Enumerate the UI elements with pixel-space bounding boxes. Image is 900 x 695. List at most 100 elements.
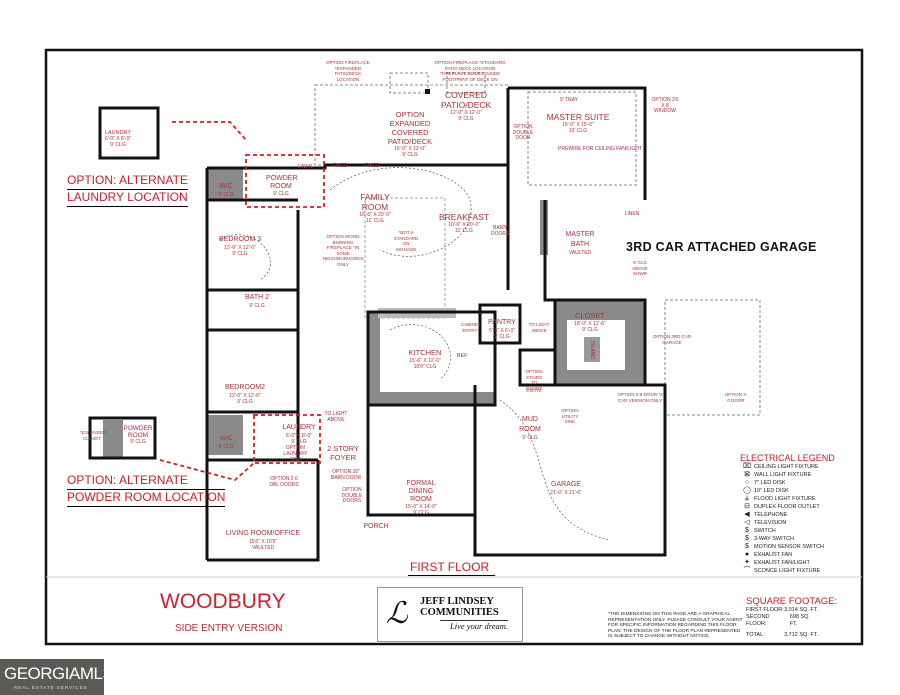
- sqft-row: TOTAL:3,712 SQ. FT.: [746, 632, 818, 638]
- telephone-icon: ◀: [744, 511, 750, 518]
- room-foyer: 2 STORY FOYER: [327, 444, 359, 462]
- legend-item: ◁TELEVISION: [740, 519, 835, 527]
- note-dbl-doors: OPTION 2 6 DBL DOORS: [269, 476, 299, 488]
- legend-item: ⌒SCONCE LIGHT FIXTURE: [740, 567, 835, 575]
- linen-label: LINEN: [297, 164, 313, 170]
- wall-light-icon: ⊠: [744, 471, 750, 478]
- builder-monogram-icon: ℒ: [386, 596, 408, 631]
- legend-item: ●EXHAUST FAN: [740, 551, 835, 559]
- note-window: OPTION 3'0 X 8 WINDOW: [651, 97, 679, 114]
- legend-item: ⊠WALL LIGHT FIXTURE: [740, 471, 835, 479]
- walls: [88, 86, 667, 562]
- sconce-icon: ⌒: [743, 567, 751, 574]
- note-fireplace-expanded: OPTION FIREPLACE *EXPANDED PATIO/DECK LO…: [326, 60, 370, 82]
- sqft-row: FIRST FLOOR:3,014 SQ. FT.: [746, 607, 818, 613]
- note-expanded-closet: *EXPANDED CLOSET: [80, 430, 107, 441]
- motion-switch-icon: $: [745, 543, 749, 550]
- island-label: ISLAND: [589, 340, 595, 360]
- flood-light-icon: ⚶: [744, 495, 750, 502]
- electrical-wiring: [219, 167, 611, 541]
- note-shower: 9' CLG ABOVE SHWR: [632, 260, 648, 276]
- electrical-legend: ELECTRICAL LEGEND ⌧CEILING LIGHT FIXTURE…: [740, 453, 835, 575]
- television-icon: ◁: [744, 519, 750, 526]
- note-3-0-door: OPTION 3-0 DOOR: [724, 392, 748, 403]
- coats-label: COATS: [526, 388, 542, 393]
- note-signage: *NOT A STANDARD ON SIGNAGE: [393, 230, 419, 252]
- note-3rd-garage: OPTION 3RD CAR GARAGE: [652, 334, 692, 345]
- note-stairs: OPTION STAIRS TO BSMNT: [525, 369, 543, 391]
- ref-label: REF: [456, 353, 468, 359]
- plan-subtitle: SIDE ENTRY VERSION: [175, 623, 283, 634]
- three-way-switch-icon: $: [745, 535, 749, 542]
- exhaust-fan-light-icon: ✦: [744, 559, 750, 566]
- note-tray: 9' TRAY: [560, 97, 578, 103]
- georgia-mls-watermark: GEORGIAMLS REAL ESTATE SERVICES: [0, 659, 114, 695]
- alternate-option-markers: [159, 121, 325, 481]
- square-footage: SQUARE FOOTAGE: FIRST FLOOR:3,014 SQ. FT…: [746, 596, 837, 639]
- note-light-above: TO LIGHT ABOVE: [324, 411, 348, 423]
- sqft-row: SECOND FLOOR:698 SQ. FT.: [746, 614, 810, 627]
- note-barn-door-30: OPTION 30" BARN DOOR: [330, 469, 362, 481]
- duplex-outlet-icon: ⊟: [744, 503, 750, 510]
- builder-logo: ℒ JEFF LINDSEY COMMUNITIES Live your dre…: [377, 587, 523, 642]
- linen-label-2: LINEN: [624, 211, 640, 217]
- legend-item: ⌧CEILING LIGHT FIXTURE: [740, 463, 835, 471]
- ceiling-light-icon: ⌧: [742, 463, 752, 470]
- note-fireplace-wood: OPTION WOOD BURNING FIREPLACE *IN SOME N…: [323, 234, 364, 267]
- legend-item: ○7" LED DISK: [740, 479, 835, 487]
- legend-item: $MOTION SENSOR SWITCH: [740, 543, 835, 551]
- note-double-door: OPTION DOUBLE DOOR: [512, 124, 534, 141]
- cabinets: [103, 168, 645, 458]
- note-2-8-door: OPTION 2-8 DOOR *3 CAR VERSION ONLY: [617, 392, 663, 403]
- note-barn-doors: BARN DOORS: [491, 225, 510, 237]
- note-fireplace-standard: OPTION FIREPLACE *STANDARD PATIO DECK LO…: [434, 60, 506, 82]
- note-cabinet-entry: CABINET ENTRY: [461, 322, 481, 333]
- legend-item: ✦EXHAUST FAN/LIGHT: [740, 559, 835, 567]
- closet-island: [584, 337, 600, 362]
- legend-item: ⚶FLOOD LIGHT FIXTURE: [740, 495, 835, 503]
- exhaust-fan-icon: ●: [744, 551, 750, 558]
- disclaimer: *THE DIMENSIONS ON THIS PAGE ARE A GRAPH…: [608, 612, 743, 639]
- floor-label: FIRST FLOOR: [408, 560, 496, 576]
- window-fixed-label: FIXED: [332, 163, 348, 169]
- legend-title: ELECTRICAL LEGEND: [740, 453, 835, 463]
- legend-item: ⊟DUPLEX FLOOR OUTLET: [740, 503, 835, 511]
- legend-item: ◯10" LED DISK: [740, 487, 835, 495]
- legend-item: $SWITCH: [740, 527, 835, 535]
- note-utility-sink: OPTION UTILITY SINK: [561, 408, 579, 424]
- room-porch: PORCH: [363, 523, 389, 530]
- led-disk-10-icon: ◯: [743, 487, 751, 494]
- third-car-garage-heading: 3RD CAR ATTACHED GARAGE: [626, 240, 817, 254]
- led-disk-7-icon: ○: [744, 479, 750, 486]
- plan-title: WOODBURY: [160, 590, 286, 613]
- switch-icon: $: [745, 527, 749, 534]
- sqft-title: SQUARE FOOTAGE:: [746, 596, 838, 607]
- window-fixed-label: FIXED: [364, 163, 380, 169]
- legend-item: $3-WAY SWITCH: [740, 535, 835, 543]
- note-to-light: TO LIGHT ABOVE: [528, 322, 550, 333]
- note-double-doors: OPTION DOUBLE DOORS: [341, 487, 363, 504]
